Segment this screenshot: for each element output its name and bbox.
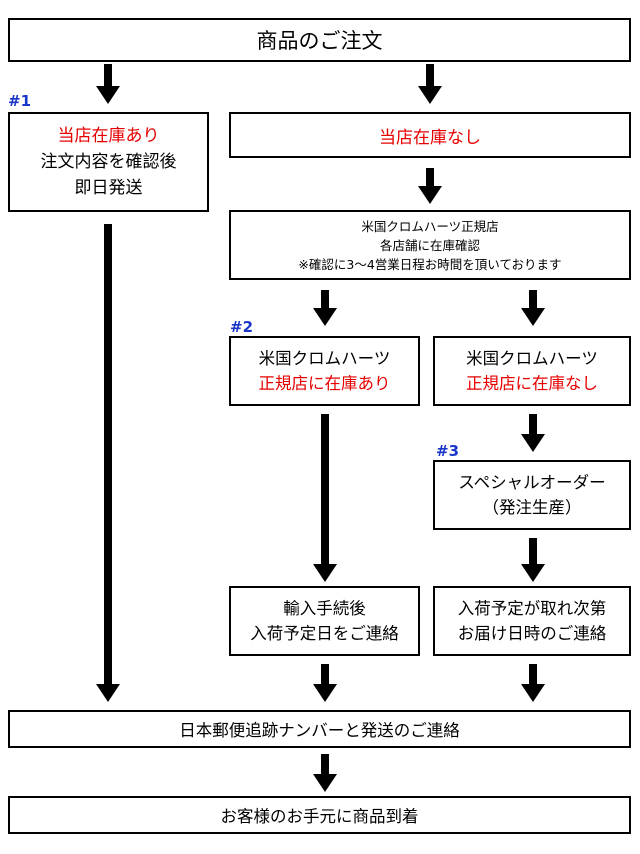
- tag-1: #1: [8, 92, 32, 110]
- arrow-nostock-to-check-head: [418, 186, 442, 204]
- final-label: お客様のお手元に商品到着: [220, 807, 419, 826]
- instock-line2: 即日発送: [74, 178, 143, 198]
- import-box: 輸入手続後 入荷予定日をご連絡: [229, 586, 420, 656]
- arrow-check-to-no-shaft: [529, 290, 537, 310]
- arrow-nostock-to-check-shaft: [426, 168, 434, 188]
- arrow-no-to-special-head: [521, 434, 545, 452]
- arrival-box: 入荷予定が取れ次第 お届け日時のご連絡: [433, 586, 631, 656]
- arrow-no-to-special-shaft: [529, 414, 537, 436]
- us-instock-line2: 正規店に在庫あり: [258, 374, 391, 393]
- tag-3: #3: [436, 442, 460, 460]
- final-box: お客様のお手元に商品到着: [8, 796, 631, 834]
- arrow-check-to-yes-head: [313, 308, 337, 326]
- check-box: 米国クロムハーツ正規店 各店舗に在庫確認 ※確認に3～4営業日程お時間を頂いてお…: [229, 210, 631, 280]
- us-instock-box: 米国クロムハーツ 正規店に在庫あり: [229, 336, 420, 406]
- nostock-box: 当店在庫なし: [229, 112, 631, 158]
- special-line1: スペシャルオーダー: [458, 473, 606, 492]
- arrow-import-to-ship-head: [313, 684, 337, 702]
- tag-2: #2: [230, 318, 254, 336]
- arrow-ship-to-final-head: [313, 774, 337, 792]
- us-nostock-box: 米国クロムハーツ 正規店に在庫なし: [433, 336, 631, 406]
- check-line3: ※確認に3～4営業日程お時間を頂いております: [298, 256, 562, 272]
- us-nostock-line2: 正規店に在庫なし: [466, 374, 598, 393]
- arrow-yes-to-import-head: [313, 564, 337, 582]
- arrow-special-to-arrival-shaft: [529, 538, 537, 566]
- instock-title: 当店在庫あり: [57, 126, 160, 146]
- arrow-order-to-instock-shaft: [104, 64, 112, 88]
- arrival-line1: 入荷予定が取れ次第: [457, 599, 607, 618]
- arrow-instock-to-ship-shaft: [104, 224, 112, 686]
- check-line1: 米国クロムハーツ正規店: [361, 218, 499, 234]
- us-instock-line1: 米国クロムハーツ: [258, 349, 391, 368]
- arrow-order-to-nostock-head: [418, 86, 442, 104]
- arrow-order-to-nostock-shaft: [426, 64, 434, 88]
- import-line1: 輸入手続後: [283, 599, 366, 618]
- arrow-arrival-to-ship-head: [521, 684, 545, 702]
- arrow-instock-to-ship-head: [96, 684, 120, 702]
- special-line2: （発注生産）: [482, 498, 582, 517]
- arrow-arrival-to-ship-shaft: [529, 664, 537, 686]
- order-label: 商品のご注文: [256, 29, 383, 53]
- order-box: 商品のご注文: [8, 18, 631, 62]
- arrow-yes-to-import-shaft: [321, 414, 329, 566]
- us-nostock-line1: 米国クロムハーツ: [466, 349, 598, 368]
- arrow-check-to-no-head: [521, 308, 545, 326]
- shipping-box: 日本郵便追跡ナンバーと発送のご連絡: [8, 710, 631, 748]
- arrow-special-to-arrival-head: [521, 564, 545, 582]
- arrow-order-to-instock-head: [96, 86, 120, 104]
- arrow-ship-to-final-shaft: [321, 754, 329, 776]
- import-line2: 入荷予定日をご連絡: [250, 624, 399, 643]
- special-order-box: スペシャルオーダー （発注生産）: [433, 460, 631, 530]
- arrow-import-to-ship-shaft: [321, 664, 329, 686]
- arrival-line2: お届け日時のご連絡: [457, 624, 607, 643]
- shipping-label: 日本郵便追跡ナンバーと発送のご連絡: [179, 721, 460, 740]
- instock-line1: 注文内容を確認後: [40, 152, 177, 172]
- arrow-check-to-yes-shaft: [321, 290, 329, 310]
- instock-box: 当店在庫あり 注文内容を確認後 即日発送: [8, 112, 209, 212]
- nostock-title: 当店在庫なし: [379, 127, 481, 148]
- check-line2: 各店舗に在庫確認: [379, 237, 480, 253]
